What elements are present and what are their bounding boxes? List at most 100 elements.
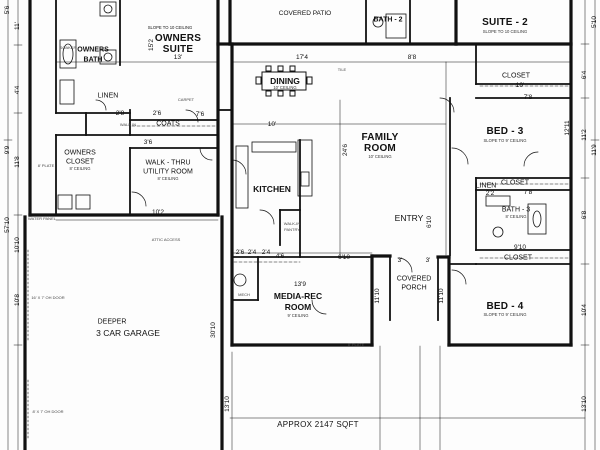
owners-closet-ceiling-note: 8' CEILING: [69, 165, 91, 171]
family-room-label-line1: FAMILY: [361, 132, 399, 143]
linen-label: LINEN: [97, 92, 119, 100]
dim-7-8-b: 7'8: [523, 188, 533, 196]
suite-2-ceiling-note: SLOPE TO 10 CEILING: [482, 28, 528, 34]
dim-2-6-b: 2'6: [235, 248, 245, 256]
dim-2-2: 2'2: [485, 189, 495, 197]
garage-door-16x7-label: 16' X 7' OH DOOR: [31, 295, 65, 300]
plate-8-label: 8' PLATE: [37, 163, 55, 168]
dining-label: DINING: [270, 75, 300, 86]
kitchen-counters: [235, 139, 313, 209]
dim-6-4: 6'4: [580, 70, 588, 80]
bath-2-label: BATH - 2: [373, 16, 403, 24]
owners-bath-label-line1: OWNERS: [77, 46, 109, 54]
covered-porch-label-line2: PORCH: [401, 284, 427, 292]
dim-11-10-a: 11'10: [373, 288, 381, 304]
garage-label-line1: DEEPER: [97, 318, 127, 326]
dim-13-10-a: 13'10: [223, 396, 231, 412]
dim-6-10-v: 6'10: [425, 215, 433, 229]
plumbing-fixtures: [57, 1, 547, 287]
kitchen-label: KITCHEN: [253, 183, 291, 194]
walk-thru-label-line1: WALK - THRU: [145, 159, 191, 167]
mech-label: MECH: [238, 292, 250, 297]
bed-3-label: BED - 3: [486, 126, 524, 137]
dim-2-4-a: 2'4: [247, 248, 257, 256]
dim-3-a: 3': [397, 256, 403, 264]
dim-11-8: 11'8: [13, 156, 21, 168]
dim-10-2: 10'2: [151, 208, 165, 216]
dim-10-8: 10'8: [13, 293, 21, 307]
interior-walls: [55, 0, 572, 321]
dim-6-10: 6'10: [337, 253, 351, 261]
walk-in-label: WALK IN: [119, 122, 137, 127]
dim-13: 13': [173, 53, 183, 61]
suite-2-label: SUITE - 2: [482, 17, 528, 28]
closet-shelves: [131, 85, 570, 263]
closet-bed-4-label: CLOSET: [503, 254, 533, 262]
garage-label-line2: 3 CAR GARAGE: [96, 327, 160, 338]
bed-3-ceiling-note: SLOPE TO 9' CEILING: [483, 137, 527, 143]
dim-9-10: 9'10: [513, 243, 527, 251]
dim-2-8: 2'8: [115, 109, 125, 117]
walk-in-pantry-label-line2: PANTRY: [284, 227, 300, 232]
dimension-lines: [7, 0, 596, 450]
entry-label: ENTRY: [394, 212, 424, 223]
dim-8-8: 8'8: [407, 53, 417, 61]
owners-closet-label-line2: CLOSET: [65, 158, 95, 166]
dim-5-10: 5'10: [590, 15, 598, 29]
family-room-ceiling-note: 10' CEILING: [368, 153, 392, 159]
owners-bath-label-line2: BATH: [83, 56, 103, 64]
dim-2-6-a: 2'6: [152, 109, 162, 117]
covered-patio-label: COVERED PATIO: [278, 9, 332, 17]
dim-4-6: 4'6: [275, 252, 285, 260]
dim-24-6: 24'6: [341, 143, 349, 157]
dim-15-2: 15'2: [147, 38, 155, 52]
walk-in-pantry-label-line1: WALK-IN: [283, 221, 301, 226]
dim-3-6: 3'6: [143, 138, 153, 146]
dim-13-9: 13'9: [293, 280, 307, 288]
owners-closet-label-line1: OWNERS: [64, 149, 96, 157]
dim-12-11: 12'11: [563, 120, 571, 136]
dim-10-top: 10': [515, 81, 525, 89]
dim-13-10-b: 13'10: [580, 396, 588, 412]
plate-8b-label: 8' PLATE: [347, 342, 365, 347]
dim-7-8-a: 7'8: [523, 93, 533, 101]
approx-sqft-label: APPROX 2147 SQFT: [277, 420, 359, 429]
dim-4-4: 4'4: [13, 85, 21, 95]
dim-5-6: 5'6: [3, 5, 11, 15]
dim-2-4-b: 2'4: [261, 248, 271, 256]
water-panel-label: WATER PANEL: [28, 216, 56, 221]
owners-suite-label-line1: OWNERS: [154, 33, 202, 44]
bath-3-label: BATH - 3: [501, 206, 531, 214]
dim-17-4: 17'4: [295, 53, 309, 61]
owners-suite-label-line2: SUITE: [162, 44, 194, 55]
dim-11-2: 11'2: [580, 129, 588, 141]
dim-10-4: 10'4: [580, 303, 588, 317]
attic-access-label: ATTIC ACCESS: [151, 237, 181, 242]
bath-3-ceiling-note: 8' CEILING: [505, 213, 527, 219]
exterior-walls: [23, 0, 573, 450]
dim-9-9: 9'9: [3, 145, 11, 155]
garage-door-8x7-label: 8' X 7' OH DOOR: [32, 409, 64, 414]
dim-10-10: 10'10: [13, 237, 21, 253]
dim-11: 11': [13, 22, 21, 30]
bed-4-label: BED - 4: [486, 301, 524, 312]
carpet-label: CARPET: [177, 97, 195, 102]
dim-57-10: 57'10: [3, 217, 11, 233]
covered-porch-label-line1: COVERED: [396, 275, 432, 283]
owners-suite-ceiling-note: SLOPE TO 10 CEILING: [147, 24, 193, 30]
dim-30-10: 30'10: [209, 322, 217, 338]
dining-ceiling-note: 10' CEILING: [273, 84, 297, 90]
dim-11-9: 11'9: [590, 144, 598, 156]
media-rec-ceiling-note: 9' CEILING: [287, 312, 309, 318]
dim-3-b: 3': [425, 256, 431, 264]
dim-7-6: 7'6: [195, 110, 205, 118]
walk-thru-label-line2: UTILITY ROOM: [143, 168, 193, 176]
walk-thru-ceiling-note: 8' CEILING: [157, 175, 179, 181]
dining-table: [255, 65, 313, 97]
media-rec-label-line1: MEDIA-REC: [273, 290, 323, 301]
family-room-label-line2: ROOM: [364, 143, 396, 154]
soaker-label: SOAKER: [59, 45, 77, 50]
linen-2-label: LINEN: [475, 182, 497, 190]
